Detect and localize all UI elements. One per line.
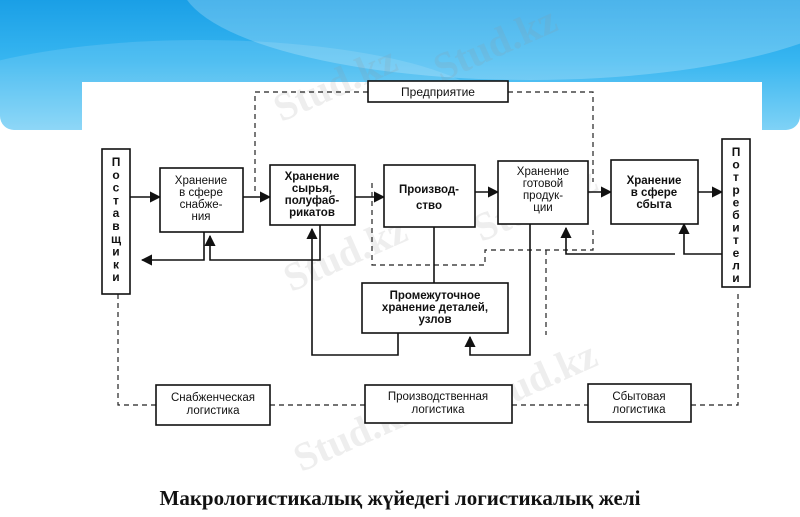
vertical-letter: е (733, 195, 740, 209)
logistics-links (117, 290, 739, 406)
flow-lines (130, 186, 724, 356)
production-logistics-box (364, 384, 513, 424)
vertical-letter: в (112, 219, 119, 233)
enterprise-label: Предприятие (401, 85, 475, 99)
vertical-letter: с (113, 181, 120, 195)
production-label: Производ-ство (399, 184, 459, 212)
vertical-letter: т (113, 193, 119, 207)
consumers-box (721, 138, 751, 288)
vertical-letter: П (732, 145, 741, 159)
vertical-letter: т (733, 233, 739, 247)
vertical-letter: и (732, 271, 739, 285)
enterprise-box (367, 80, 509, 103)
vertical-letter: е (733, 246, 740, 260)
sales-logistics-box (587, 383, 692, 423)
vertical-letter: щ (111, 232, 122, 246)
intermediate-storage-box (361, 282, 509, 334)
vertical-letter: б (732, 208, 739, 222)
enterprise-boundary (254, 91, 594, 335)
vertical-letter: л (732, 258, 740, 272)
vertical-letter: о (112, 168, 119, 182)
vertical-letter: а (113, 206, 120, 220)
vertical-letter: П (112, 155, 121, 169)
raw-storage-box (269, 164, 356, 226)
suppliers-box (101, 148, 131, 295)
vertical-letter: и (112, 270, 119, 284)
production-box (383, 164, 476, 228)
vertical-letter: р (732, 183, 739, 197)
supply-logistics-box (155, 384, 271, 426)
vertical-letter: и (732, 221, 739, 235)
vertical-letter: и (112, 245, 119, 259)
slide-caption: Макрологистикалық жүйедегі логистикалық … (159, 486, 641, 510)
vertical-letter: о (732, 158, 739, 172)
vertical-letter: т (733, 170, 739, 184)
sales-storage-box (610, 159, 699, 225)
vertical-letter: к (113, 257, 120, 271)
supply-storage-box (159, 167, 244, 233)
finished-storage-box (497, 160, 589, 225)
